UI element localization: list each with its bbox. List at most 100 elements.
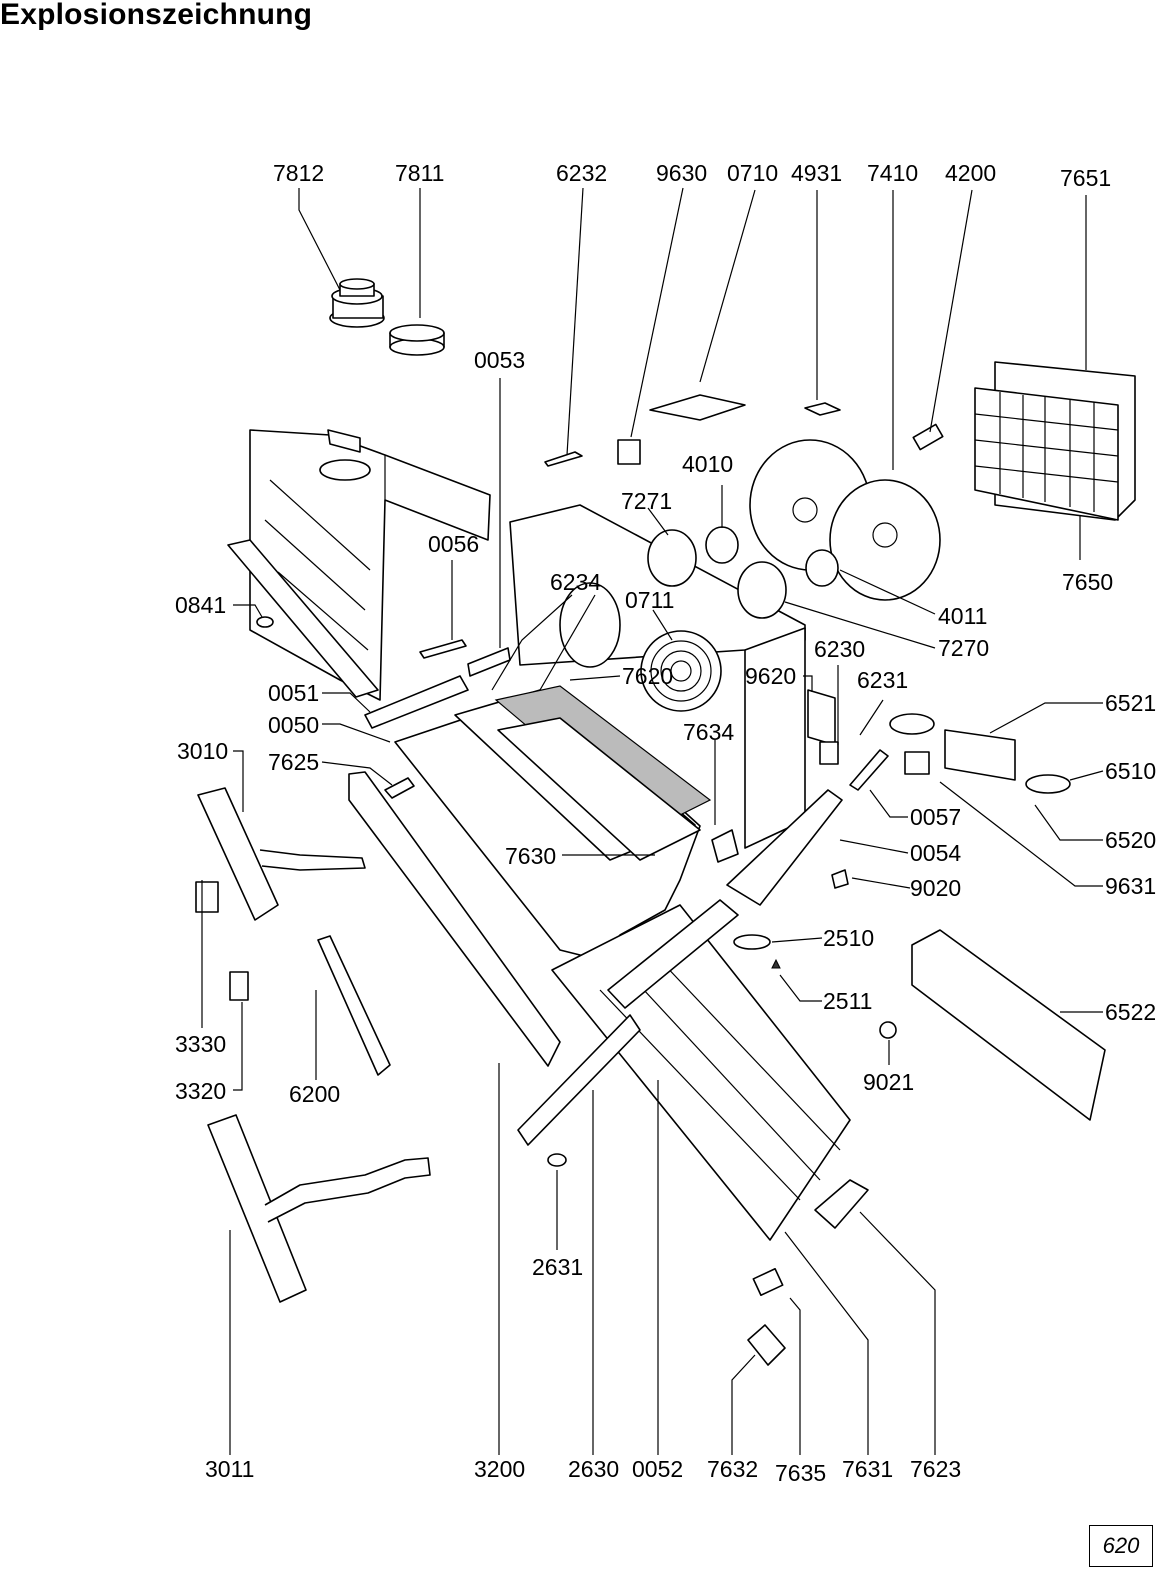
page-title: Explosionszeichnung <box>0 0 313 31</box>
label-0056: 0056 <box>428 531 479 557</box>
label-9021: 9021 <box>863 1069 914 1095</box>
part-4931 <box>804 402 841 416</box>
part-0053-bracket <box>467 647 511 677</box>
part-9021 <box>879 1021 897 1039</box>
part-2631 <box>547 1153 567 1167</box>
label-2630: 2630 <box>568 1456 619 1482</box>
part-3200-rail <box>348 771 561 1067</box>
part-7270-gear <box>737 561 787 619</box>
label-7811: 7811 <box>395 160 444 186</box>
label-7650: 7650 <box>1062 569 1113 595</box>
label-4931: 4931 <box>791 160 842 186</box>
page-number: 620 <box>1102 1533 1140 1558</box>
label-7634: 7634 <box>683 719 734 745</box>
part-6510-bulb <box>1025 774 1071 794</box>
part-7625 <box>384 777 415 799</box>
part-2630-slide-rail <box>517 1014 641 1146</box>
part-7811-ring <box>389 324 445 356</box>
part-7632 <box>747 1324 786 1366</box>
label-0054: 0054 <box>910 840 961 866</box>
part-3330 <box>195 881 219 913</box>
part-6522-cover <box>911 929 1106 1121</box>
label-2511: 2511 <box>823 988 872 1014</box>
label-0053: 0053 <box>474 347 525 373</box>
label-7812: 7812 <box>273 160 324 186</box>
part-9620 <box>807 689 836 746</box>
label-3320: 3320 <box>175 1078 226 1104</box>
label-0052: 0052 <box>632 1456 683 1482</box>
label-2510: 2510 <box>823 925 874 951</box>
label-0841: 0841 <box>175 592 226 618</box>
label-2631: 2631 <box>532 1254 583 1280</box>
label-9020: 9020 <box>910 875 961 901</box>
label-6231: 6231 <box>857 667 908 693</box>
label-9630: 9630 <box>656 160 707 186</box>
label-9631: 9631 <box>1105 873 1156 899</box>
part-bulb-left <box>889 713 935 735</box>
label-4200: 4200 <box>945 160 996 186</box>
label-6200: 6200 <box>289 1081 340 1107</box>
label-9620: 9620 <box>745 663 796 689</box>
label-0050: 0050 <box>268 712 319 738</box>
page-number-box: 620 <box>1089 1525 1153 1567</box>
part-6231 <box>819 741 839 765</box>
label-6522: 6522 <box>1105 999 1156 1025</box>
part-labels: 7812 7811 6232 9630 0710 4931 7410 4200 … <box>175 160 1156 1486</box>
part-0841-housing <box>227 429 491 701</box>
leader-lines <box>201 187 1104 1455</box>
label-0057: 0057 <box>910 804 961 830</box>
part-6200 <box>317 935 391 1076</box>
part-3320 <box>229 971 249 1001</box>
label-6510: 6510 <box>1105 758 1156 784</box>
label-6520: 6520 <box>1105 827 1156 853</box>
part-3010-handle <box>197 787 366 921</box>
label-7635: 7635 <box>775 1460 826 1486</box>
label-6232: 6232 <box>556 160 607 186</box>
part-0057 <box>849 749 889 791</box>
part-4200-lamp <box>912 423 944 451</box>
part-0050-frame <box>394 685 712 961</box>
label-3010: 3010 <box>177 738 228 764</box>
label-7271: 7271 <box>621 488 672 514</box>
part-9020 <box>831 869 849 889</box>
label-4010: 4010 <box>682 451 733 477</box>
label-7410: 7410 <box>867 160 918 186</box>
label-0710: 0710 <box>727 160 778 186</box>
part-6521-lamp-holder <box>944 729 1016 781</box>
label-7651: 7651 <box>1060 165 1111 191</box>
part-0710 <box>649 394 746 421</box>
label-7623: 7623 <box>910 1456 961 1482</box>
label-4011: 4011 <box>938 603 987 629</box>
label-6234: 6234 <box>550 569 601 595</box>
label-3330: 3330 <box>175 1031 226 1057</box>
label-6521: 6521 <box>1105 690 1156 716</box>
part-0056-strip <box>419 639 467 659</box>
label-3011: 3011 <box>205 1456 254 1482</box>
part-4010-motor <box>705 526 739 564</box>
label-7270: 7270 <box>938 635 989 661</box>
label-7620: 7620 <box>622 663 673 689</box>
part-4011-motor <box>805 549 839 587</box>
label-0051: 0051 <box>268 680 319 706</box>
part-3011-handle <box>207 1114 431 1303</box>
part-9631 <box>904 751 930 775</box>
part-7271-gear <box>647 529 697 587</box>
part-0051-rail <box>364 675 469 729</box>
label-3200: 3200 <box>474 1456 525 1482</box>
label-7630: 7630 <box>505 843 556 869</box>
part-7650-carbon-filter <box>974 387 1119 521</box>
part-2511-screw <box>771 958 781 969</box>
part-0054-rail <box>726 789 843 906</box>
label-7632: 7632 <box>707 1456 758 1482</box>
part-7410-fan-housing <box>749 439 941 601</box>
part-2510 <box>733 934 771 950</box>
label-6230: 6230 <box>814 636 865 662</box>
part-7623-clip <box>814 1179 869 1229</box>
part-7635 <box>752 1267 784 1297</box>
part-9630 <box>617 439 641 465</box>
part-crossbar <box>607 899 739 1009</box>
label-0711: 0711 <box>625 587 674 613</box>
label-7625: 7625 <box>268 749 319 775</box>
parts <box>195 278 1136 1366</box>
exploded-view-diagram: 7812 7811 6232 9630 0710 4931 7410 4200 … <box>175 160 1156 1486</box>
